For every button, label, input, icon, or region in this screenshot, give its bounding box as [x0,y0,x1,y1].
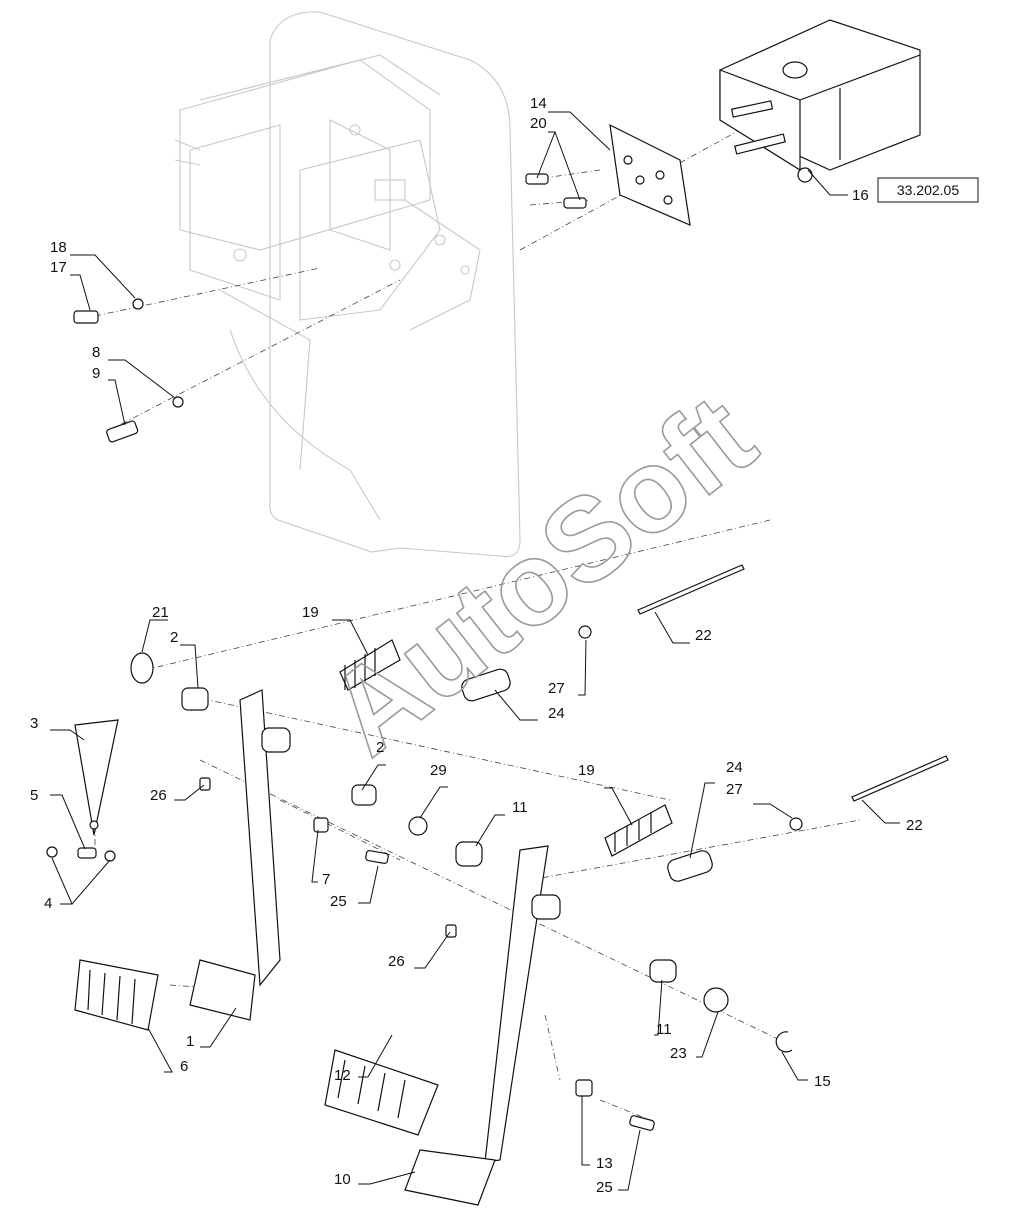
callout-16: 16 [852,187,869,204]
callout-2-upper: 2 [170,629,178,646]
callout-25-right: 25 [596,1179,613,1196]
callout-2-lower: 2 [376,739,384,756]
support-bracket-ghost [174,11,521,558]
callout-10: 10 [334,1171,351,1188]
callout-11-lower: 11 [656,1021,672,1038]
callout-27-lower: 27 [726,781,743,798]
callout-27-upper: 27 [548,680,565,697]
callout-18: 18 [50,239,67,256]
callout-21: 21 [152,604,169,621]
callout-25-left: 25 [330,893,347,910]
callout-1: 1 [186,1033,194,1050]
right-pedal-assembly [324,804,803,1206]
callout-8: 8 [92,344,100,361]
reference-code: 33.202.05 [897,182,959,198]
callout-4: 4 [44,895,52,912]
callouts: 14 20 16 18 17 8 9 21 2 19 22 27 24 3 5 … [30,95,923,1196]
callout-26-left: 26 [150,787,167,804]
callout-6: 6 [180,1058,188,1075]
callout-23: 23 [670,1045,687,1062]
callout-24-lower: 24 [726,759,743,776]
watermark: AutoSoft [304,369,779,781]
callout-22-lower: 22 [906,817,923,834]
callout-9: 9 [92,365,100,382]
callout-14: 14 [530,95,547,112]
callout-19-lower: 19 [578,762,595,779]
callout-20: 20 [530,115,547,132]
callout-15: 15 [814,1073,831,1090]
callout-29: 29 [430,762,447,779]
callout-3: 3 [30,715,38,732]
nozzle-fittings [525,173,587,209]
threaded-rods [637,564,949,802]
leader-lines [50,111,900,1191]
callout-11-upper: 11 [512,799,528,816]
callout-26-right: 26 [388,953,405,970]
callout-24-upper: 24 [548,705,565,722]
valve-block [719,19,921,183]
callout-17: 17 [50,259,67,276]
left-pedal-assembly [46,625,592,1031]
svg-text:AutoSoft: AutoSoft [305,370,779,781]
bolts-washers-upper [73,298,184,443]
callout-22-upper: 22 [695,627,712,644]
callout-19-upper: 19 [302,604,319,621]
callout-7: 7 [322,871,330,888]
callout-5: 5 [30,787,38,804]
gasket-plate [609,123,691,226]
callout-12: 12 [334,1067,351,1084]
reference-box: 33.202.05 [877,177,979,203]
callout-13: 13 [596,1155,613,1172]
assembly-axes [94,129,861,1121]
